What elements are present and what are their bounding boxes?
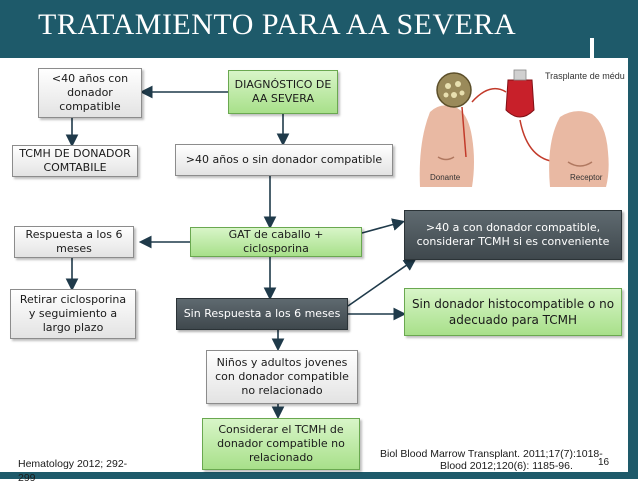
box-under40: <40 años con donador compatible [38, 68, 142, 118]
slide-title: TRATAMIENTO PARA AA SEVERA [38, 8, 517, 41]
receptor-body [549, 111, 609, 187]
donor-body [419, 105, 474, 187]
box-retirar: Retirar ciclosporina y seguimiento a lar… [10, 289, 136, 339]
transplant-illustration: Trasplante de médula ósea Donante Recept… [410, 62, 638, 187]
header-bar [0, 0, 638, 58]
citation-right-line1: Biol Blood Marrow Transplant. 2011;17(7)… [380, 448, 603, 460]
box-over40-tcmh: >40 a con donador compatible, considerar… [404, 210, 622, 260]
box-sin-respuesta: Sin Respuesta a los 6 meses [176, 298, 348, 330]
label-donante: Donante [430, 173, 461, 182]
accent-bar [590, 38, 594, 62]
citation-left-cont: 299 [18, 472, 36, 484]
citation-left: Hematology 2012; 292- [18, 458, 128, 470]
box-ninos: Niños y adultos jovenes con donador comp… [206, 350, 358, 404]
bone-marrow-icon [436, 72, 472, 108]
box-diagnostico: DIAGNÓSTICO DE AA SEVERA [228, 70, 338, 114]
citation-right-line2: Blood 2012;120(6): 1185-96. [440, 460, 573, 472]
label-receptor: Receptor [570, 173, 603, 182]
blood-bag-icon [505, 79, 535, 118]
box-considerar: Considerar el TCMH de donador compatible… [202, 418, 360, 470]
transplant-illustration-svg: Trasplante de médula ósea Donante Recept… [410, 62, 638, 187]
box-respuesta6: Respuesta a los 6 meses [14, 226, 134, 258]
label-trasplante: Trasplante de médula ósea [545, 71, 625, 81]
box-sin-donador: Sin donador histocompatible o no adecuad… [404, 288, 622, 336]
right-border [628, 58, 638, 479]
arrow-gat-to-over40tcmh [361, 218, 406, 234]
box-tcmh-donador: TCMH DE DONADOR COMTABILE [12, 145, 138, 177]
box-over40: >40 años o sin donador compatible [175, 144, 393, 176]
page-number: 16 [598, 457, 610, 468]
bottom-border [0, 472, 638, 479]
arrow-sinresp-to-over40tcmh [347, 258, 417, 307]
box-gat: GAT de caballo + ciclosporina [190, 227, 362, 257]
